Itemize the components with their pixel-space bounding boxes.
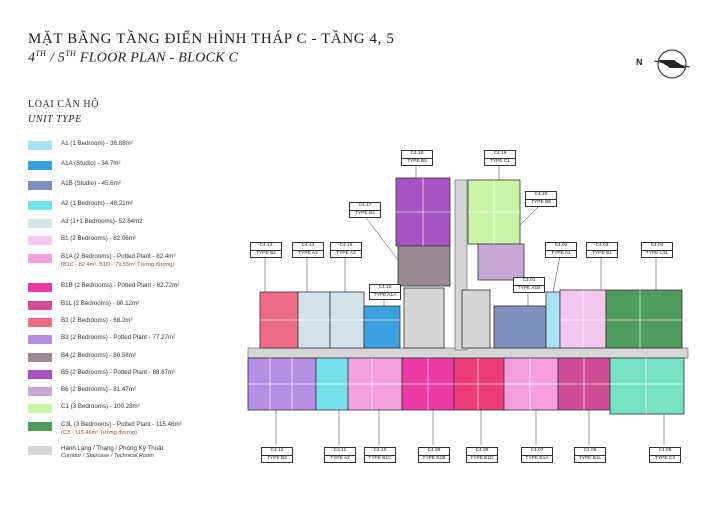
legend-swatch	[28, 301, 52, 310]
subtitle-th-2: TH	[65, 49, 77, 58]
legend-label: B5 (2 Bedrooms) - Potted Plant - 88.67m²	[61, 369, 176, 376]
stair-core	[403, 287, 445, 349]
legend-label: A2 (1 Bedroom) - 48.21m²	[61, 200, 133, 207]
legend-swatch	[28, 335, 52, 344]
page-subtitle: 4TH / 5TH FLOOR PLAN - BLOCK C	[28, 49, 238, 67]
north-label: N	[636, 57, 643, 67]
unit-type-heading: LOẠI CĂN HỘ	[28, 99, 100, 110]
legend-swatch	[28, 387, 52, 396]
legend-label: C3L (3 Bedrooms) - Potted Plant - 115.46…	[61, 421, 182, 428]
legend-label: C1 (3 Bedrooms) - 100.28m²	[61, 403, 140, 410]
subtitle-rest: FLOOR PLAN - BLOCK C	[76, 50, 239, 66]
legend-swatch	[28, 446, 52, 455]
legend-label: B1A (2 Bedrooms) - Potted Plant - 82.4m²	[61, 253, 176, 260]
north-arrow-icon: N	[636, 49, 691, 79]
legend-label: B1L (2 Bedrooms) - 80.12m²	[61, 300, 140, 307]
subtitle-th-1: TH	[35, 49, 47, 58]
legend-swatch	[28, 219, 52, 228]
legend-swatch	[28, 181, 52, 190]
interior-walls	[248, 178, 684, 414]
legend-label: Hành Lang / Thang / Phòng Kỹ Thuật	[61, 445, 164, 452]
legend-swatch	[28, 161, 52, 170]
legend-swatch	[28, 236, 52, 245]
legend-label: B3 (2 Bedrooms) - Potted Plant - 77.27m²	[61, 334, 176, 341]
legend-label: B4 (2 Bedrooms) - 80.58m²	[61, 352, 136, 359]
unit-c4-02	[545, 291, 561, 349]
legend-label: A1B (Studio) - 45.6m²	[61, 180, 121, 187]
corridor-band	[247, 347, 689, 359]
legend-swatch	[28, 201, 52, 210]
unit-type-subheading: UNIT TYPE	[28, 114, 82, 125]
legend-swatch	[28, 141, 52, 150]
legend-label: B6 (2 Bedrooms) - 81.47m²	[61, 386, 136, 393]
legend-swatch	[28, 254, 52, 263]
legend-label: B1B (2 Bedrooms) - Potted Plant - 82.72m…	[61, 282, 180, 289]
legend-label: A1A (Studio) - 34.7m²	[61, 160, 121, 167]
stair-core-2	[461, 289, 491, 349]
legend-note-en: Corridor / Staircase / Technical Room	[61, 453, 154, 459]
leader-lines	[264, 164, 665, 445]
legend-label: B1 (2 Bedrooms) - 82.06m²	[61, 235, 136, 242]
unit-c4-17	[397, 245, 451, 287]
unit-c4-16	[363, 305, 401, 349]
unit-c4-04	[605, 289, 683, 349]
legend-swatch	[28, 422, 52, 431]
legend-swatch	[28, 353, 52, 362]
subtitle-sep: / 5	[46, 50, 66, 66]
legend-note: (C3 - 115.46m² Tương đương)	[61, 430, 137, 436]
page-title: MẶT BẰNG TẦNG ĐIỂN HÌNH THÁP C - TẦNG 4,…	[28, 31, 395, 47]
unit-c4-05	[609, 357, 685, 415]
legend-swatch	[28, 404, 52, 413]
unit-c4-01	[493, 305, 547, 349]
legend-label: A3 (1+1 Bedrooms)- 52.64m2	[61, 218, 143, 225]
subtitle-floor-4: 4	[28, 50, 36, 66]
legend-label: B2 (2 Bedrooms) - 68.2m²	[61, 317, 133, 324]
legend-swatch	[28, 370, 52, 379]
legend-note: (B1C - 82.4m², B1D - 79.55m² Tương đương…	[61, 262, 175, 268]
legend-swatch	[28, 318, 52, 327]
legend-swatch	[28, 283, 52, 292]
legend-label: A1 (1 Bedroom) - 36.88m²	[61, 140, 133, 147]
unit-c4-20	[477, 243, 525, 281]
